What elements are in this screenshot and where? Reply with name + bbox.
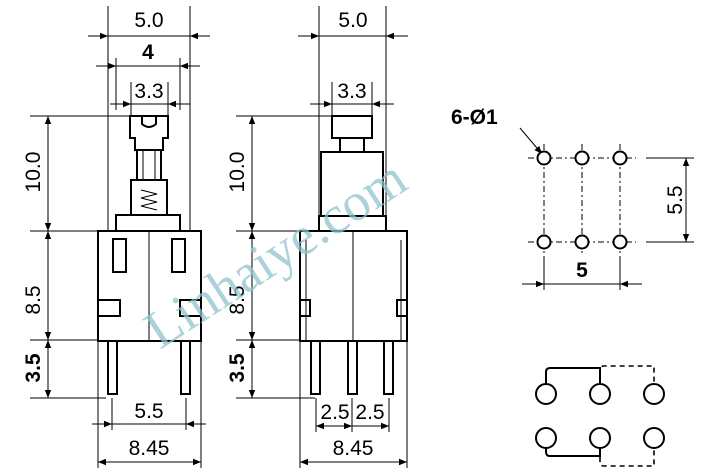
side-view: 5.0 3.3 10.0 8.5 3.5 xyxy=(226,6,408,468)
front-view: 5.0 4 3.3 10.0 8.5 3.5 xyxy=(22,6,210,468)
front-dim-plunger-height: 10.0 xyxy=(22,152,45,193)
switch-schematic xyxy=(535,365,665,467)
front-dim-pin-pitch: 5.5 xyxy=(134,400,163,423)
side-dim-body-width: 8.45 xyxy=(333,437,374,460)
side-dim-pitch-a: 2.5 xyxy=(320,401,349,424)
front-dim-body-height: 8.5 xyxy=(22,285,45,314)
side-dim-pitch-b: 2.5 xyxy=(355,401,384,424)
front-dim-pin-height: 3.5 xyxy=(22,353,45,383)
side-dim-plunger: 3.3 xyxy=(337,80,366,103)
front-dim-width-top: 5.0 xyxy=(134,9,163,32)
pcb-row-spacing: 5.5 xyxy=(664,185,687,214)
side-dim-pin-height: 3.5 xyxy=(226,353,249,383)
pcb-hole-layout: 6-Ø1 5.5 5 xyxy=(451,106,694,290)
hole-count-label: 6-Ø1 xyxy=(451,106,498,129)
front-dim-body-width: 8.45 xyxy=(129,437,170,460)
front-dim-plunger: 3.3 xyxy=(134,80,163,103)
front-dim-width-mid: 4 xyxy=(142,41,154,64)
side-dim-body-height: 8.5 xyxy=(226,285,249,314)
pcb-col-span: 5 xyxy=(576,259,588,282)
side-dim-plunger-height: 10.0 xyxy=(226,152,249,193)
side-dim-width-top: 5.0 xyxy=(338,9,367,32)
